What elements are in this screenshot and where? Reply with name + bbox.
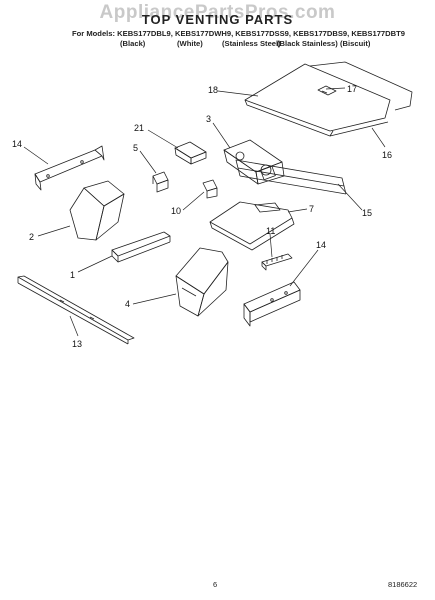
part-strip — [111, 231, 171, 263]
watermark: AppliancePartsPros.com — [99, 2, 336, 23]
document-number: 8186622 — [388, 580, 418, 589]
part-vent-plate — [209, 201, 295, 251]
callout-5: 5 — [133, 143, 138, 153]
part-switch-small — [202, 179, 218, 199]
part-duct-bracket — [175, 247, 229, 317]
color-label-black-stainless: (Black Stainless) — [277, 39, 338, 48]
color-label-stainless: (Stainless Steel) — [222, 39, 281, 48]
part-switch — [152, 171, 169, 193]
part-side-bracket-right — [243, 281, 301, 327]
callout-1: 1 — [70, 270, 75, 280]
callout-13: 13 — [72, 339, 82, 349]
part-top-vent-cover — [244, 63, 391, 137]
callout-14-top: 14 — [12, 139, 22, 149]
page-number: 6 — [213, 580, 218, 589]
page-title: TOP VENTING PARTS — [141, 12, 294, 27]
color-label-white: (White) — [177, 39, 203, 48]
callout-18: 18 — [208, 85, 218, 95]
part-foam-block — [174, 141, 207, 165]
callout-3: 3 — [206, 114, 211, 124]
callout-16: 16 — [382, 150, 392, 160]
callout-2: 2 — [29, 232, 34, 242]
callout-11: 11 — [266, 226, 275, 236]
callout-4: 4 — [125, 299, 130, 309]
part-side-bracket-left — [34, 145, 105, 191]
callout-21: 21 — [134, 123, 144, 133]
part-terminal-block — [261, 253, 293, 271]
part-duct — [69, 180, 125, 241]
callout-7: 7 — [309, 204, 314, 214]
leader-lines — [23, 87, 386, 337]
callout-14-right: 14 — [316, 240, 326, 250]
part-clip — [317, 85, 337, 96]
part-rail — [17, 275, 135, 345]
part-channel — [235, 159, 347, 195]
callout-15: 15 — [362, 208, 372, 218]
color-label-black: (Black) — [120, 39, 146, 48]
color-label-biscuit: (Biscuit) — [340, 39, 371, 48]
part-vent-motor — [223, 139, 285, 185]
callout-10: 10 — [171, 206, 181, 216]
callout-17: 17 — [347, 84, 357, 94]
part-rear-shield — [309, 61, 413, 111]
models-line: For Models: KEBS177DBL9, KEBS177DWH9, KE… — [72, 29, 405, 38]
